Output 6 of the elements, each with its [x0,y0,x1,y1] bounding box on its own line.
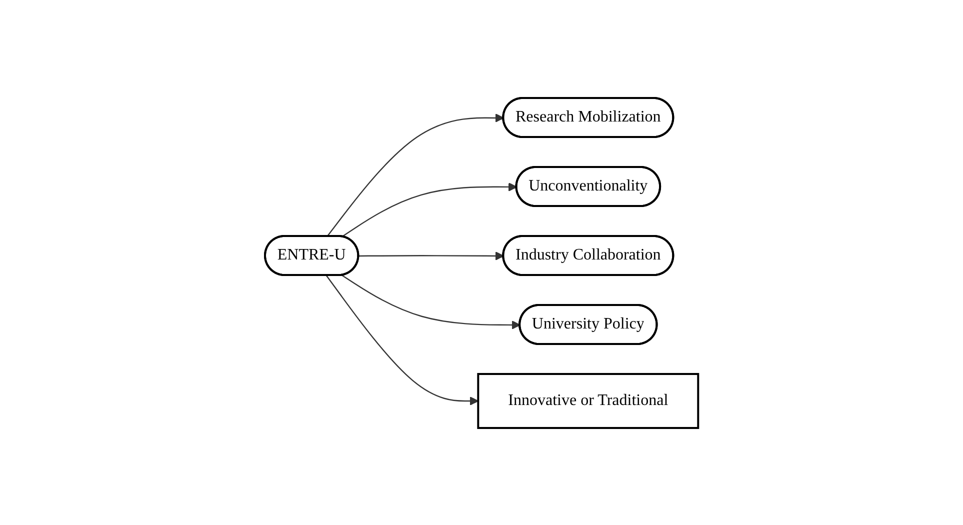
arrow [326,274,478,405]
arrow [342,182,518,237]
arrow [358,251,504,260]
arrow [342,274,520,329]
node-box: Innovative or Traditional [477,372,700,428]
arrow [326,113,504,236]
